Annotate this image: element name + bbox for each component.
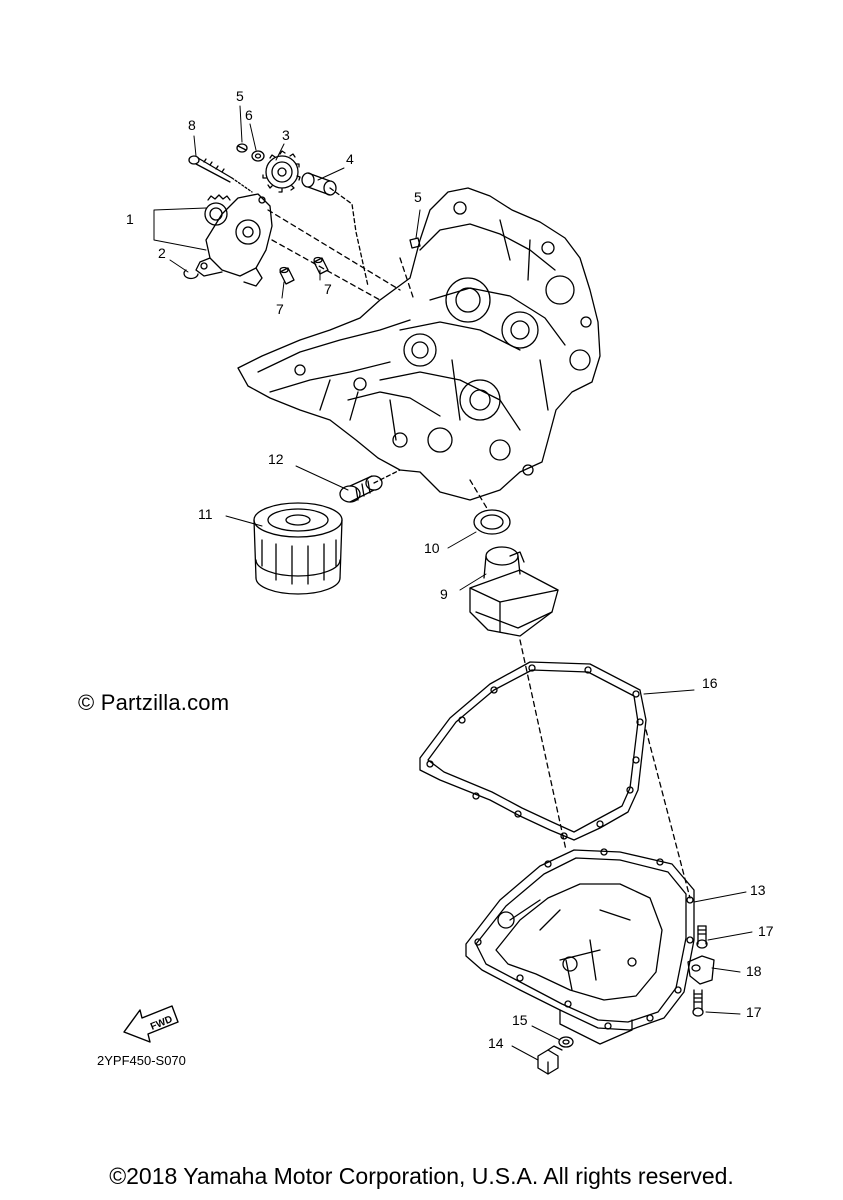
- dowel-pin-7b: [279, 266, 295, 285]
- washer-6: [251, 150, 265, 162]
- callout-13: 13: [750, 882, 766, 898]
- bracket-18: [687, 955, 715, 985]
- drive-gear-3: [262, 150, 301, 193]
- bolt-17-lower: [692, 989, 704, 1017]
- callout-16: 16: [702, 675, 718, 691]
- callout-5-case: 5: [414, 189, 422, 205]
- callout-3: 3: [282, 127, 290, 143]
- oil-pan-13: [465, 848, 695, 1045]
- filter-union-bolt-12: [339, 469, 401, 503]
- copyright-notice: ©2018 Yamaha Motor Corporation, U.S.A. A…: [109, 1163, 734, 1189]
- dowel-pin-7a: [313, 256, 329, 275]
- fwd-label: FWD: [149, 1014, 174, 1033]
- callout-6: 6: [245, 107, 253, 123]
- callout-11: 11: [198, 506, 213, 522]
- callout-4: 4: [346, 151, 354, 167]
- guide-lines-pump: [267, 209, 415, 301]
- callout-1: 1: [126, 211, 134, 227]
- drain-gasket-15: [558, 1036, 574, 1048]
- bolt-8: [188, 155, 253, 193]
- drain-bolt-14: [537, 1045, 563, 1075]
- callout-8: 8: [188, 117, 196, 133]
- callout-17-upper: 17: [758, 923, 774, 939]
- callout-14: 14: [488, 1035, 504, 1051]
- diagram-reference: 2YPF450-S070: [97, 1053, 186, 1068]
- callout-12: 12: [268, 451, 284, 467]
- shaft-4: [301, 172, 369, 287]
- leader-lines: [153, 105, 753, 1061]
- callout-5-top: 5: [236, 88, 244, 104]
- oil-filter-11: [253, 502, 343, 595]
- oil-pan-gasket-16: [419, 661, 647, 841]
- circlip-2: [183, 269, 199, 280]
- fwd-arrow-icon: [123, 1005, 179, 1043]
- callout-10: 10: [424, 540, 440, 556]
- callout-9: 9: [440, 586, 448, 602]
- circlip-5-case: [409, 237, 421, 249]
- callout-15: 15: [512, 1012, 528, 1028]
- bolt-17-upper: [696, 925, 708, 949]
- callout-7-upper: 7: [324, 281, 332, 297]
- callout-2: 2: [158, 245, 166, 261]
- watermark: © Partzilla.com: [78, 690, 230, 715]
- oil-strainer-9: [469, 546, 559, 637]
- oil-pump-assembly: [195, 193, 273, 287]
- callout-17-lower: 17: [746, 1004, 762, 1020]
- guide-lines-pan: [469, 479, 691, 899]
- callout-7-lower: 7: [276, 301, 284, 317]
- o-ring-10: [473, 509, 511, 535]
- crankcase: [237, 187, 601, 501]
- circlip-5-top: [236, 143, 248, 153]
- callout-18: 18: [746, 963, 762, 979]
